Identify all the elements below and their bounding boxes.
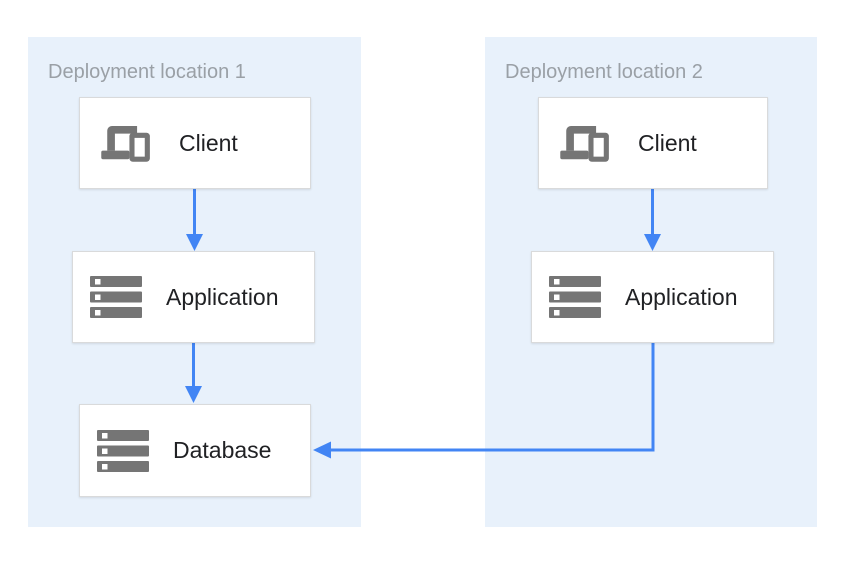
devices-icon bbox=[97, 119, 155, 167]
node-label: Application bbox=[166, 283, 279, 310]
node-client-1: Client bbox=[79, 97, 311, 189]
server-rack-icon bbox=[549, 276, 601, 318]
node-application-2: Application bbox=[531, 251, 774, 343]
node-client-2: Client bbox=[538, 97, 768, 189]
node-application-1: Application bbox=[72, 251, 315, 343]
node-database-1: Database bbox=[79, 404, 311, 497]
server-rack-icon bbox=[90, 276, 142, 318]
node-label: Client bbox=[179, 129, 238, 156]
zone-title-2: Deployment location 2 bbox=[505, 61, 703, 83]
node-label: Application bbox=[625, 283, 738, 310]
node-label: Client bbox=[638, 129, 697, 156]
node-label: Database bbox=[173, 437, 272, 463]
zone-title-1: Deployment location 1 bbox=[48, 61, 246, 83]
devices-icon bbox=[556, 119, 614, 167]
server-rack-icon bbox=[97, 429, 149, 472]
